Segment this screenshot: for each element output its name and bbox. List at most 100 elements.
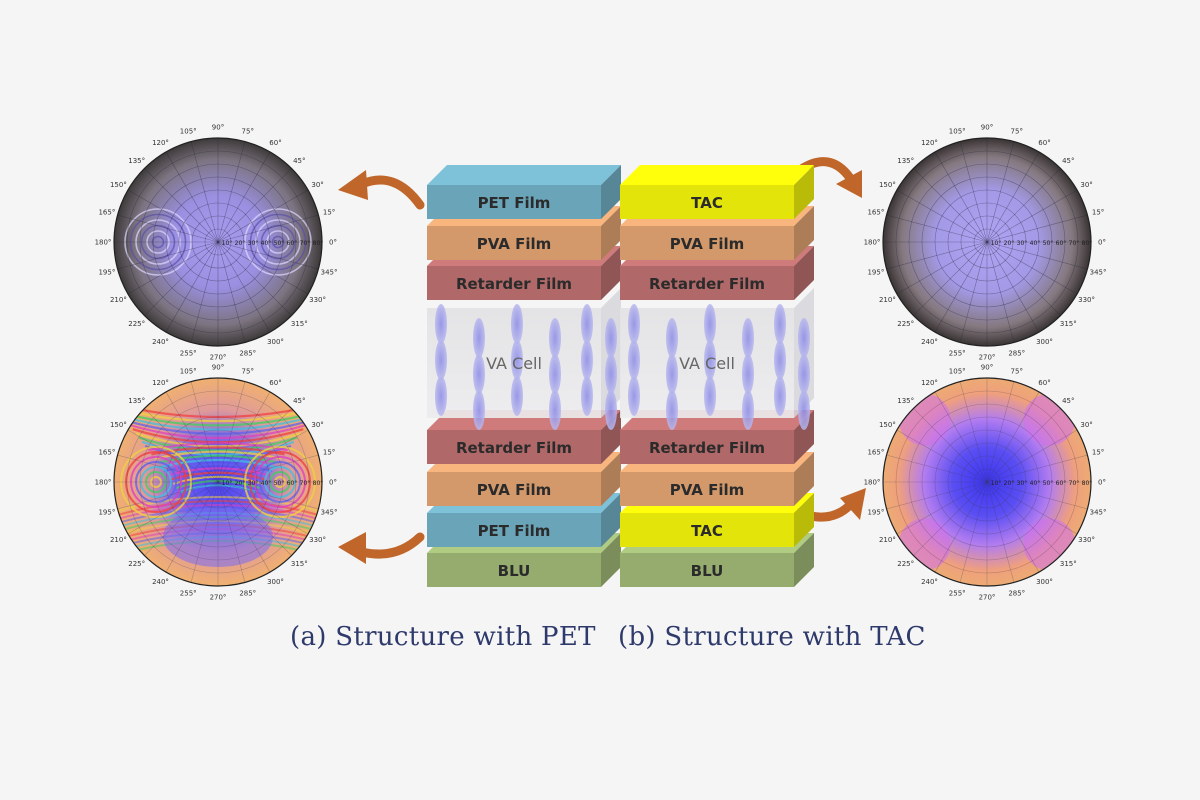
layer-side-face bbox=[794, 410, 814, 464]
angle-tick-label: 180° bbox=[864, 479, 881, 487]
layer-side-face bbox=[794, 246, 814, 300]
grid-ring bbox=[934, 189, 1040, 295]
layer-side-face bbox=[601, 246, 621, 300]
angle-tick-label: 15° bbox=[1092, 449, 1104, 457]
angle-tick-label: 30° bbox=[1080, 421, 1092, 429]
grid-spoke bbox=[217, 481, 292, 556]
liquid-crystal-molecule bbox=[473, 318, 485, 358]
angle-tick-label: 240° bbox=[921, 338, 938, 346]
grid-spoke bbox=[986, 241, 1015, 343]
angle-tick-label: 330° bbox=[309, 296, 326, 304]
liquid-crystal-molecule bbox=[774, 376, 786, 416]
grid-spoke bbox=[217, 241, 292, 316]
grid-ring bbox=[178, 202, 258, 282]
angle-tick-label: 165° bbox=[867, 449, 884, 457]
fringe-band bbox=[129, 423, 307, 440]
angle-tick-label: 315° bbox=[291, 560, 308, 568]
grid-ring bbox=[204, 468, 232, 496]
angle-tick-label: 300° bbox=[1036, 338, 1053, 346]
layer-label: VA Cell bbox=[486, 354, 542, 373]
grid-ring bbox=[934, 429, 1040, 535]
arrow-pet-top bbox=[338, 170, 425, 210]
grid-spoke bbox=[986, 189, 1078, 243]
angle-tick-label: 75° bbox=[242, 367, 254, 375]
liquid-crystal-molecule bbox=[473, 390, 485, 430]
liquid-crystal-molecule bbox=[511, 376, 523, 416]
grid-spoke bbox=[217, 141, 246, 243]
grid-spoke bbox=[986, 408, 1061, 483]
grid-spoke bbox=[886, 214, 988, 243]
angle-tick-label: 195° bbox=[867, 268, 884, 276]
layer-label: PET Film bbox=[478, 194, 551, 212]
grid-ring bbox=[165, 189, 271, 295]
angle-tick-label: 0° bbox=[329, 239, 337, 247]
angle-tick-label: 75° bbox=[242, 127, 254, 135]
grid-spoke bbox=[886, 241, 988, 270]
fringe-ring bbox=[150, 476, 162, 488]
angle-tick-label: 0° bbox=[1098, 239, 1106, 247]
fringe-ring bbox=[140, 466, 172, 498]
angle-tick-label: 210° bbox=[879, 536, 896, 544]
arrow-pet-bottom bbox=[338, 532, 425, 564]
grid-spoke bbox=[165, 481, 219, 573]
grid-ring bbox=[126, 390, 310, 574]
grid-ring bbox=[908, 403, 1066, 561]
layer-front-face bbox=[620, 553, 794, 587]
grid-ring bbox=[152, 176, 284, 308]
layer-retarder-film: Retarder Film bbox=[427, 410, 621, 464]
polar-plot-pet-dark: 10°20°30°40°50°60°70°80°90°75°60°45°30°1… bbox=[95, 124, 338, 362]
angle-tick-label: 30° bbox=[311, 421, 323, 429]
fringe-band bbox=[123, 415, 313, 431]
fringe-ring bbox=[269, 471, 291, 493]
angle-tick-label: 225° bbox=[128, 320, 145, 328]
angle-tick-label: 180° bbox=[95, 479, 112, 487]
layer-label: Retarder Film bbox=[456, 275, 572, 293]
grid-spoke bbox=[934, 241, 988, 333]
grid-spoke bbox=[190, 141, 219, 243]
radial-tick-label: 40° bbox=[261, 480, 272, 487]
grid-ring bbox=[895, 390, 1079, 574]
radial-tick-label: 60° bbox=[1056, 240, 1067, 247]
grid-spoke bbox=[959, 241, 988, 343]
angle-tick-label: 165° bbox=[867, 209, 884, 217]
liquid-crystal-molecule bbox=[628, 340, 640, 380]
angle-tick-label: 240° bbox=[921, 578, 938, 586]
angle-tick-label: 210° bbox=[879, 296, 896, 304]
layer-front-face bbox=[620, 266, 794, 300]
grid-ring bbox=[191, 455, 245, 509]
fringe-band bbox=[179, 484, 257, 494]
grid-spoke bbox=[986, 481, 1040, 573]
angle-tick-label: 150° bbox=[879, 181, 896, 189]
layer-label: BLU bbox=[691, 562, 724, 580]
angle-tick-label: 105° bbox=[180, 367, 197, 375]
fringe-band bbox=[126, 419, 310, 435]
angle-tick-label: 60° bbox=[1038, 139, 1050, 147]
fringe-ring bbox=[271, 235, 285, 249]
arrow-shaft bbox=[357, 175, 425, 210]
layer-label: Retarder Film bbox=[649, 439, 765, 457]
radial-tick-label: 80° bbox=[313, 480, 324, 487]
layer-top-face bbox=[620, 165, 814, 185]
layer-front-face bbox=[427, 226, 601, 260]
angle-tick-label: 30° bbox=[311, 181, 323, 189]
angle-tick-label: 0° bbox=[1098, 479, 1106, 487]
radial-tick-label: 30° bbox=[248, 480, 259, 487]
layer-pet-film: PET Film bbox=[427, 165, 621, 219]
angle-tick-label: 45° bbox=[1062, 397, 1074, 405]
layer-label: TAC bbox=[691, 522, 723, 540]
liquid-crystal-molecule bbox=[581, 340, 593, 380]
radial-tick-label: 80° bbox=[1082, 240, 1093, 247]
angle-tick-label: 120° bbox=[921, 379, 938, 387]
caption-tac: (b) Structure with TAC bbox=[618, 622, 926, 652]
fringe-ring bbox=[120, 446, 192, 518]
angle-tick-label: 45° bbox=[1062, 157, 1074, 165]
angle-tick-label: 75° bbox=[1011, 127, 1023, 135]
radial-tick-label: 10° bbox=[222, 240, 233, 247]
fringe-ring bbox=[259, 461, 301, 503]
fringe-ring bbox=[244, 208, 312, 276]
liquid-crystal-molecule bbox=[473, 354, 485, 394]
grid-spoke bbox=[117, 454, 219, 483]
